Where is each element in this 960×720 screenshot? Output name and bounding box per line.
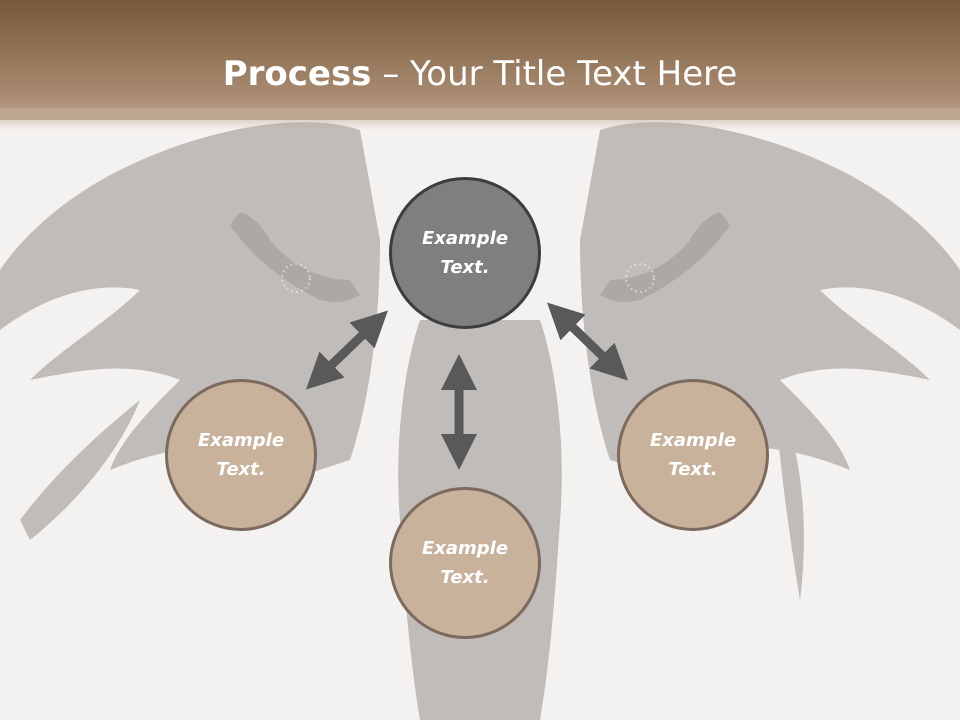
process-node-left[interactable]: Example Text. xyxy=(165,379,317,531)
process-node-top[interactable]: Example Text. xyxy=(389,177,541,329)
node-bottom-line1: Example xyxy=(421,538,509,559)
node-top-line1: Example xyxy=(421,228,509,249)
title-bar-fade xyxy=(0,108,960,130)
node-right-line2: Text. xyxy=(668,459,718,480)
process-node-right[interactable]: Example Text. xyxy=(617,379,769,531)
node-left-line1: Example xyxy=(197,430,285,451)
process-node-bottom[interactable]: Example Text. xyxy=(389,487,541,639)
node-right-line1: Example xyxy=(649,430,737,451)
title-rest: – Your Title Text Here xyxy=(371,54,738,94)
arrow-top-left xyxy=(306,310,388,390)
title-bold: Process xyxy=(222,54,372,94)
node-top-line2: Text. xyxy=(440,257,490,278)
arrow-top-right xyxy=(547,302,628,381)
node-left-line2: Text. xyxy=(216,459,266,480)
node-bottom-line2: Text. xyxy=(440,567,490,588)
title-bar xyxy=(0,0,960,120)
slide-title[interactable]: Process – Your Title Text Here xyxy=(0,54,960,94)
